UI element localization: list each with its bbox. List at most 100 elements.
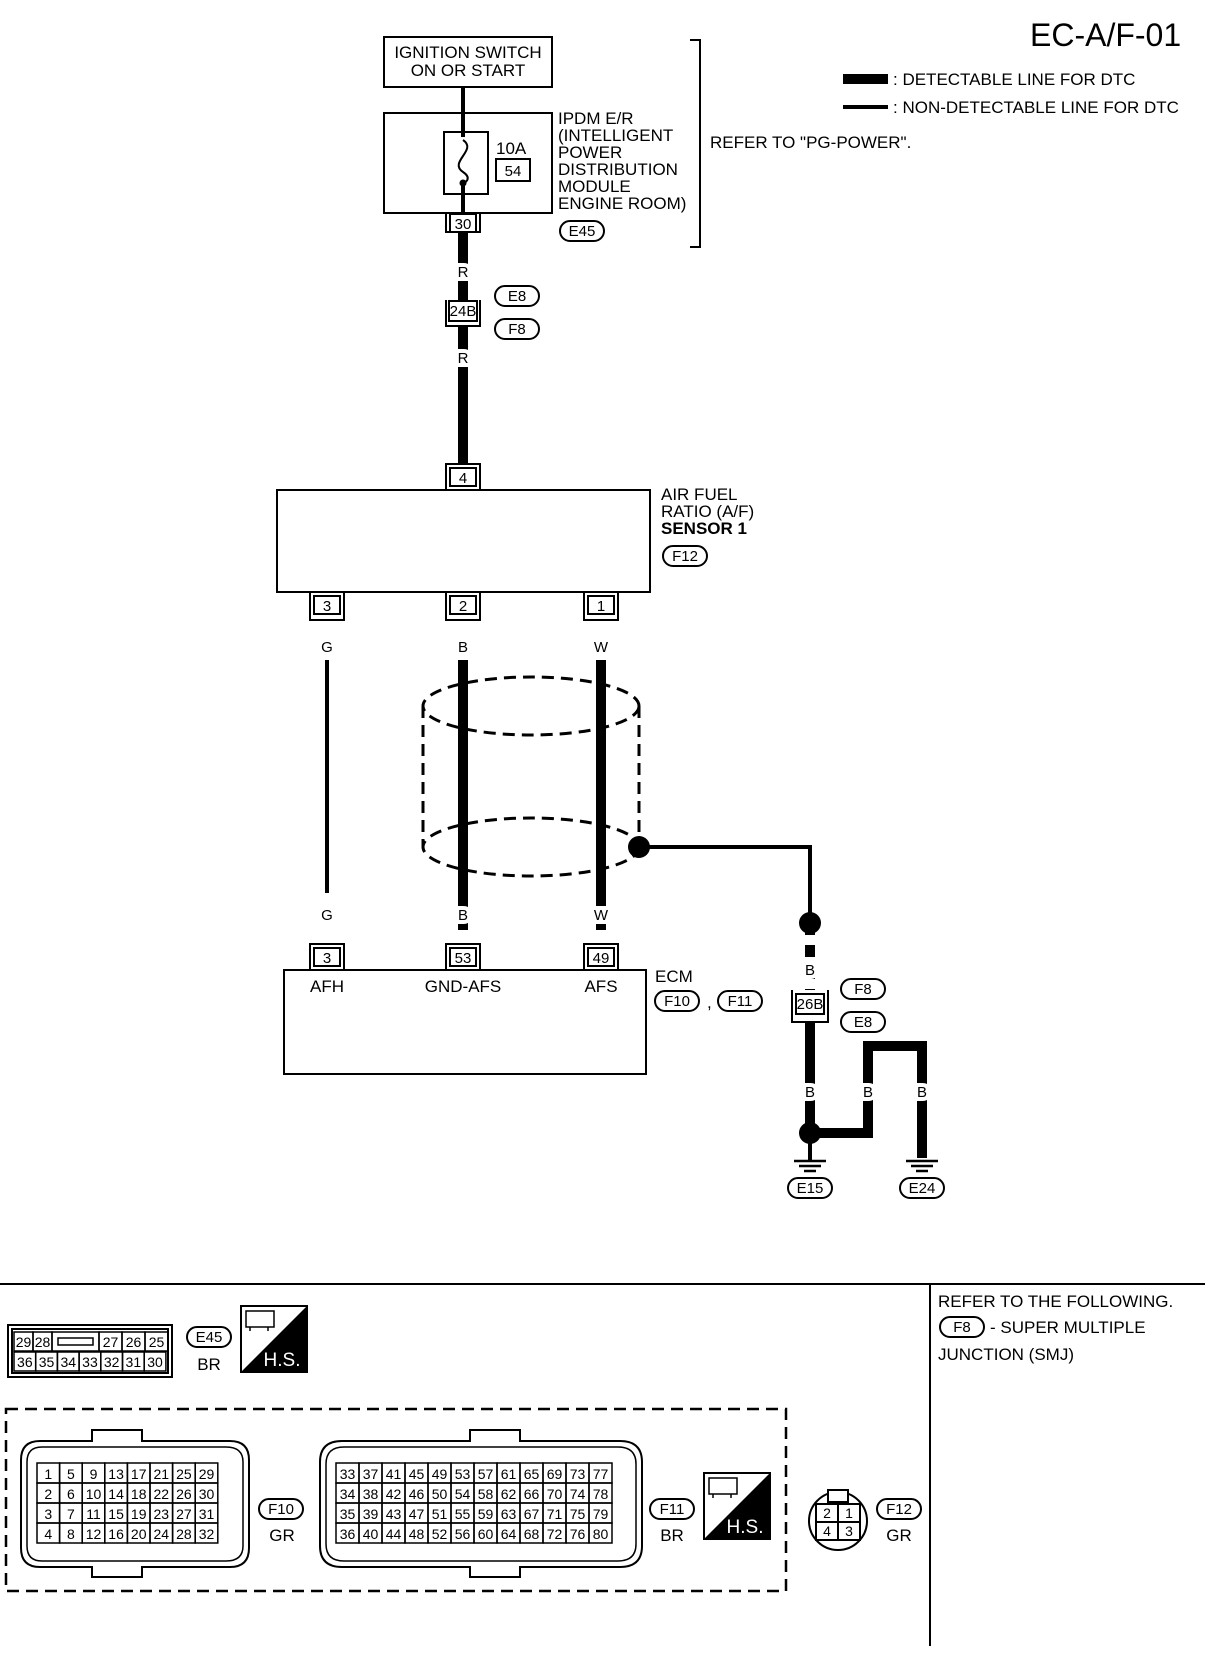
ecm-conn-a-tag [654,990,700,1012]
cavity-blank-slot [57,1337,94,1346]
af-sensor-box [276,489,651,593]
cavity-number: 5 [67,1466,75,1482]
cavity-number: 52 [432,1526,448,1542]
cavity-number: 48 [409,1526,425,1542]
connector-f12-id: F12 [886,1501,912,1518]
cavity [194,1522,219,1544]
cavity-number: 62 [501,1486,517,1502]
refer-box-conn-tag [939,1316,985,1338]
ground-conn-a: F8 [854,981,872,998]
wire-color-g-bottom: G [321,907,333,924]
svg-text:H.S.: H.S. [264,1350,301,1371]
shield-drain-wire [639,845,812,923]
ground-joint-pin: 26B [797,996,824,1013]
connector-f11-tag [649,1498,695,1520]
cavity-number: 33 [340,1466,356,1482]
svg-text:IPDM E/R: IPDM E/R [558,109,634,128]
svg-text:ENGINE ROOM): ENGINE ROOM) [558,194,686,213]
fuse-number-box [495,158,531,182]
legend-non-detectable-label: : NON-DETECTABLE LINE FOR DTC [893,98,1179,117]
af-sensor-connector-id: F12 [672,548,698,565]
cavity-number: 79 [593,1506,609,1522]
cavity-number: 9 [90,1466,98,1482]
cavity-number: 27 [103,1334,119,1350]
cavity-number: 25 [176,1466,192,1482]
cavity-number: 40 [363,1526,379,1542]
wire-color-w-bottom: W [594,907,609,924]
cavity-number: 16 [108,1526,124,1542]
ground-icon-e24 [906,1159,938,1173]
svg-text:3: 3 [845,1523,853,1539]
hs-icon-e45: H.S. [240,1305,308,1373]
svg-text:POWER: POWER [558,143,622,162]
cavity-number: 8 [67,1526,75,1542]
cavity-number: 12 [86,1526,102,1542]
cavity-number: 30 [147,1354,163,1370]
cavity-number: 55 [455,1506,471,1522]
svg-text:DISTRIBUTION: DISTRIBUTION [558,160,678,179]
svg-text:1: 1 [845,1505,853,1521]
sensor-top-pin-bracket [445,463,481,490]
cavity-number: 47 [409,1506,425,1522]
svg-text:4: 4 [823,1523,831,1539]
cavity-number: 69 [547,1466,563,1482]
cavity-number: 65 [524,1466,540,1482]
ground-e24-id: E24 [909,1180,936,1197]
cavity-number: 63 [501,1506,517,1522]
cavity-number: 19 [131,1506,147,1522]
sensor-top-pin: 4 [459,470,467,487]
ecm-pin-49: 49 [583,943,619,970]
cavity-number: 27 [176,1506,192,1522]
cavity-number: 13 [108,1466,124,1482]
sensor-pin-3: 3 [309,592,345,621]
cavity-number: 73 [570,1466,586,1482]
legend-detectable-swatch [843,74,888,84]
wire-color-b-top: B [458,639,468,656]
page-title: EC-A/F-01 [1030,17,1181,53]
cavity-number: 36 [340,1526,356,1542]
cavity-number: 37 [363,1466,379,1482]
ecm-terminal-afs: AFS [584,977,617,996]
svg-text:3: 3 [323,950,331,967]
cavity-number: 31 [126,1354,142,1370]
wire-color-w-top: W [594,639,609,656]
cavity-number: 21 [154,1466,170,1482]
joint-top-conn-a: E8 [508,288,526,305]
cavity-number: 78 [593,1486,609,1502]
cavity-number: 7 [67,1506,75,1522]
cavity-number: 67 [524,1506,540,1522]
cavity [51,1331,100,1352]
cavity-number: 3 [44,1506,52,1522]
cavity-number: 1 [44,1466,52,1482]
cavity-number: 74 [570,1486,586,1502]
cavity-number: 49 [432,1466,448,1482]
connector-e45-id: E45 [196,1329,223,1346]
ecm-terminal-gnd-afs: GND-AFS [425,977,502,996]
connector-f11-color: BR [660,1526,684,1545]
ecm-conn-b-tag [717,990,763,1012]
wire-color-g-top: G [321,639,333,656]
connector-f10-tag [258,1498,304,1520]
ground-e24-tag [899,1177,945,1199]
ecm-pin-53: 53 [445,943,481,970]
cavity-number: 33 [82,1354,98,1370]
cavity-number: 11 [86,1506,101,1522]
legend-non-detectable-swatch [843,105,888,109]
ground-conn-a-tag [840,978,886,1000]
ecm-conn-separator: , [707,993,712,1012]
cavity-number: 4 [44,1526,52,1542]
cavity-number: 58 [478,1486,494,1502]
ignition-switch-label-1: IGNITION SWITCH [394,43,541,62]
fuse-amperage: 10A [496,139,527,158]
svg-text:(INTELLIGENT: (INTELLIGENT [558,126,673,145]
cavity-number: 54 [455,1486,471,1502]
svg-text:MODULE: MODULE [558,177,631,196]
cavity-number: 29 [199,1466,215,1482]
ipdm-pin: 30 [455,216,472,233]
cavity-number: 24 [154,1526,170,1542]
cavity-number: 35 [39,1354,55,1370]
cavity-number: 35 [340,1506,356,1522]
cavity-number: 31 [199,1506,215,1522]
